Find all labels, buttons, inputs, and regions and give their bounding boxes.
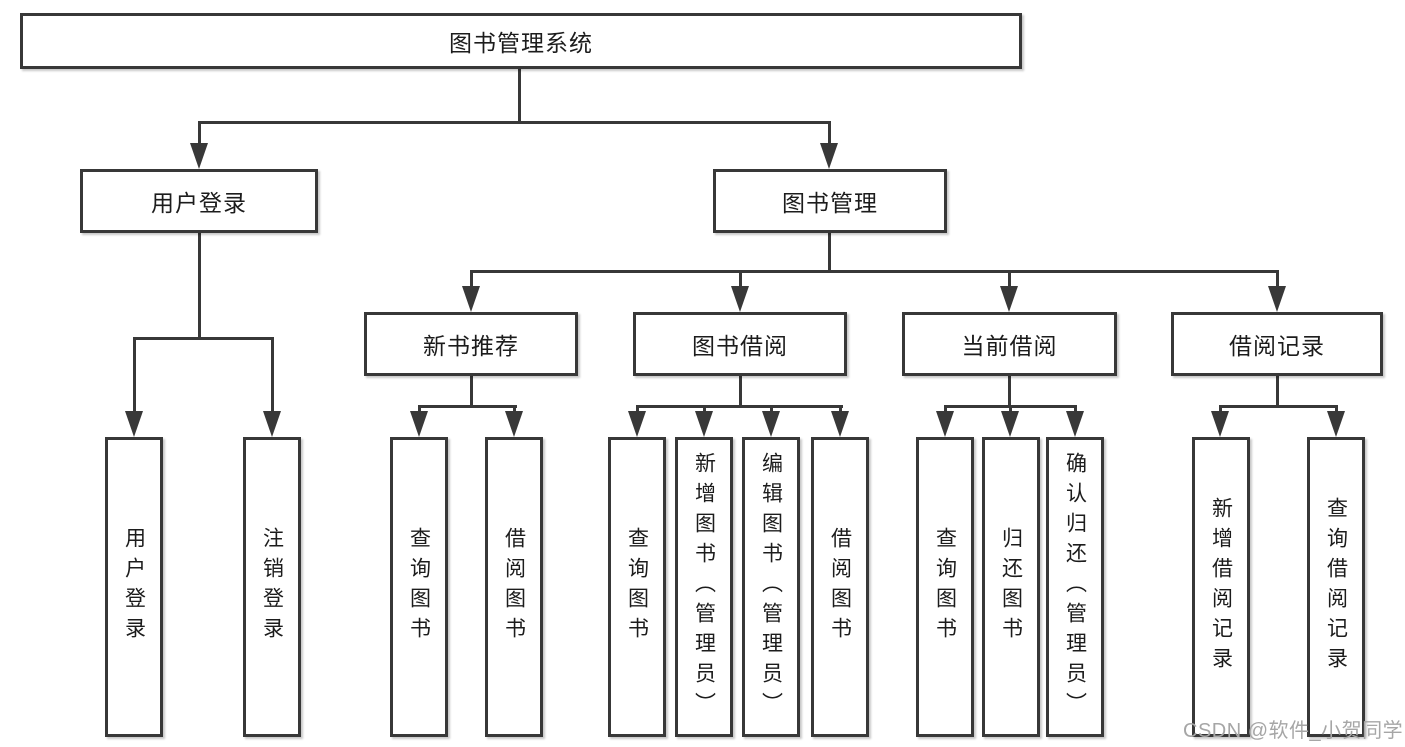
arrowhead-icon xyxy=(731,286,749,312)
leaf-bor-borrow-books-label: 借阅图书 xyxy=(828,527,852,647)
connector-bookmgmt-stub xyxy=(828,233,831,273)
leaf-bor-edit-books: 编辑图书（管理员） xyxy=(742,437,800,737)
node-book-mgmt: 图书管理 xyxy=(713,169,947,233)
arrowhead-icon xyxy=(190,143,208,169)
node-book-mgmt-label: 图书管理 xyxy=(782,190,878,216)
arrowhead-icon xyxy=(1001,411,1019,437)
arrowhead-icon xyxy=(695,411,713,437)
leaf-rec-borrow-books-label: 借阅图书 xyxy=(502,527,526,647)
node-root: 图书管理系统 xyxy=(20,13,1022,69)
connector-stem xyxy=(839,405,842,414)
connector-stem xyxy=(133,337,136,413)
connector-stem xyxy=(513,405,516,414)
arrowhead-icon xyxy=(1211,411,1229,437)
node-current-borrow: 当前借阅 xyxy=(902,312,1117,376)
arrowhead-icon xyxy=(762,411,780,437)
leaf-rcd-query-record: 查询借阅记录 xyxy=(1307,437,1365,737)
connector-level2-rail xyxy=(198,121,831,124)
connector-stem xyxy=(198,121,201,145)
connector-stem xyxy=(1009,405,1012,414)
connector-stem xyxy=(944,405,947,414)
arrowhead-icon xyxy=(505,411,523,437)
leaf-logout: 注销登录 xyxy=(243,437,301,737)
connector-stem xyxy=(828,121,831,145)
connector-stem xyxy=(1335,405,1338,414)
node-root-label: 图书管理系统 xyxy=(449,30,593,56)
leaf-cur-query-books-label: 查询图书 xyxy=(933,527,957,647)
leaf-rec-query-books-label: 查询图书 xyxy=(407,527,431,647)
leaf-user-login: 用户登录 xyxy=(105,437,163,737)
connector-stem xyxy=(1008,270,1011,288)
node-current-borrow-label: 当前借阅 xyxy=(961,333,1058,359)
leaf-cur-query-books: 查询图书 xyxy=(916,437,974,737)
arrowhead-icon xyxy=(831,411,849,437)
connector-stem xyxy=(739,270,742,288)
node-user-login-label: 用户登录 xyxy=(151,190,247,216)
arrowhead-icon xyxy=(1327,411,1345,437)
leaf-cur-return-books: 归还图书 xyxy=(982,437,1040,737)
node-user-login: 用户登录 xyxy=(80,169,318,233)
leaf-bor-query-books-label: 查询图书 xyxy=(625,527,649,647)
connector-stem xyxy=(770,405,773,414)
arrowhead-icon xyxy=(1066,411,1084,437)
leaf-logout-label: 注销登录 xyxy=(260,527,284,647)
leaf-bor-add-books: 新增图书（管理员） xyxy=(675,437,733,737)
connector-root-stub xyxy=(518,69,521,124)
connector-stem xyxy=(418,405,421,414)
arrowhead-icon xyxy=(462,286,480,312)
connector-userlogin-stub xyxy=(198,233,201,340)
node-book-borrow: 图书借阅 xyxy=(633,312,847,376)
csdn-watermark: CSDN @软件_小贺同学 xyxy=(1183,720,1404,742)
connector-stem xyxy=(1276,270,1279,288)
connector-rec-stub xyxy=(470,376,473,408)
connector-records-rail xyxy=(1219,405,1338,408)
leaf-rec-query-books: 查询图书 xyxy=(390,437,448,737)
leaf-bor-query-books: 查询图书 xyxy=(608,437,666,737)
arrowhead-icon xyxy=(125,411,143,437)
connector-current-stub xyxy=(1008,376,1011,408)
leaf-rec-borrow-books: 借阅图书 xyxy=(485,437,543,737)
leaf-rcd-add-record: 新增借阅记录 xyxy=(1192,437,1250,737)
connector-records-stub xyxy=(1276,376,1279,408)
connector-stem xyxy=(1074,405,1077,414)
connector-stem xyxy=(470,270,473,288)
node-book-borrow-label: 图书借阅 xyxy=(692,333,788,359)
node-borrow-records-label: 借阅记录 xyxy=(1229,333,1325,359)
node-new-book-rec: 新书推荐 xyxy=(364,312,578,376)
leaf-user-login-label: 用户登录 xyxy=(122,527,146,647)
connector-stem xyxy=(1219,405,1222,414)
connector-stem xyxy=(271,337,274,413)
arrowhead-icon xyxy=(1268,286,1286,312)
connector-borrow-stub xyxy=(739,376,742,408)
connector-stem xyxy=(703,405,706,414)
connector-rec-rail xyxy=(418,405,517,408)
connector-level3-rail xyxy=(470,270,1279,273)
node-new-book-rec-label: 新书推荐 xyxy=(423,333,519,359)
connector-userlogin-rail xyxy=(133,337,274,340)
arrowhead-icon xyxy=(410,411,428,437)
connector-borrow-rail xyxy=(636,405,843,408)
leaf-rcd-query-record-label: 查询借阅记录 xyxy=(1324,497,1348,677)
leaf-cur-confirm-return-label: 确认归还（管理员） xyxy=(1063,452,1087,722)
leaf-cur-confirm-return: 确认归还（管理员） xyxy=(1046,437,1104,737)
arrowhead-icon xyxy=(936,411,954,437)
node-borrow-records: 借阅记录 xyxy=(1171,312,1383,376)
arrowhead-icon xyxy=(820,143,838,169)
arrowhead-icon xyxy=(1000,286,1018,312)
leaf-bor-edit-books-label: 编辑图书（管理员） xyxy=(759,452,783,722)
leaf-rcd-add-record-label: 新增借阅记录 xyxy=(1209,497,1233,677)
connector-stem xyxy=(636,405,639,414)
arrowhead-icon xyxy=(263,411,281,437)
leaf-bor-add-books-label: 新增图书（管理员） xyxy=(692,452,716,722)
arrowhead-icon xyxy=(628,411,646,437)
leaf-cur-return-books-label: 归还图书 xyxy=(999,527,1023,647)
leaf-bor-borrow-books: 借阅图书 xyxy=(811,437,869,737)
